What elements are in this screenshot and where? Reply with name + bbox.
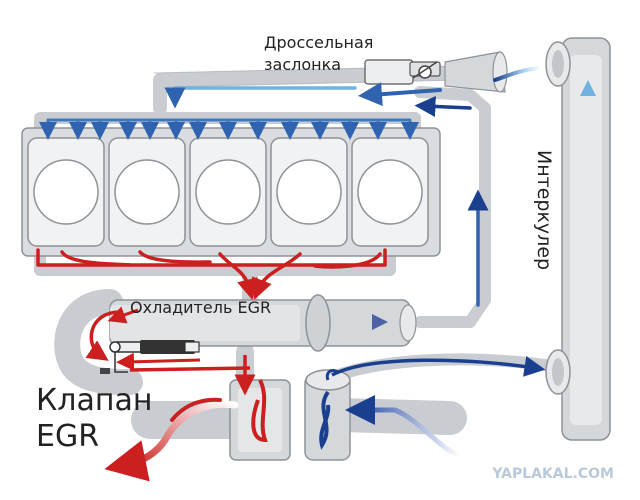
fresh-air-arrow [345,395,461,458]
intake-drops [39,119,419,140]
egr-valve-actuator [100,340,200,374]
cylinders [27,137,429,247]
intercooler [545,37,611,441]
cylinder-2 [108,137,186,247]
throttle-label-line2: заслонка [264,55,341,74]
egr-valve-label-line2: EGR [36,419,99,454]
throttle-label-line1: Дроссельная [264,33,373,52]
throttle-body [364,51,508,93]
cylinder-3 [189,137,267,247]
cylinder-5 [351,137,429,247]
watermark: YAPLAKAL.COM [491,466,614,482]
exhaust-outlet-flow [104,397,239,482]
exhaust-flow [36,248,387,301]
intercooler-label: Интеркулер [533,150,555,270]
lower-intake-pipe [323,398,467,435]
egr-cooler-label: Охладитель EGR [130,298,271,317]
charge-air-arrow [331,356,546,377]
egr-valve-label-line1: Клапан [36,383,152,418]
exhaust-manifold-pipe [34,242,396,276]
compressor-to-intercooler-pipe [324,353,551,384]
intake-flow [39,66,542,307]
compressor [304,368,351,461]
egr-cooler [54,289,417,395]
egr-valve-body [229,355,291,461]
cylinder-4 [270,137,348,247]
cylinder-1 [27,137,105,247]
